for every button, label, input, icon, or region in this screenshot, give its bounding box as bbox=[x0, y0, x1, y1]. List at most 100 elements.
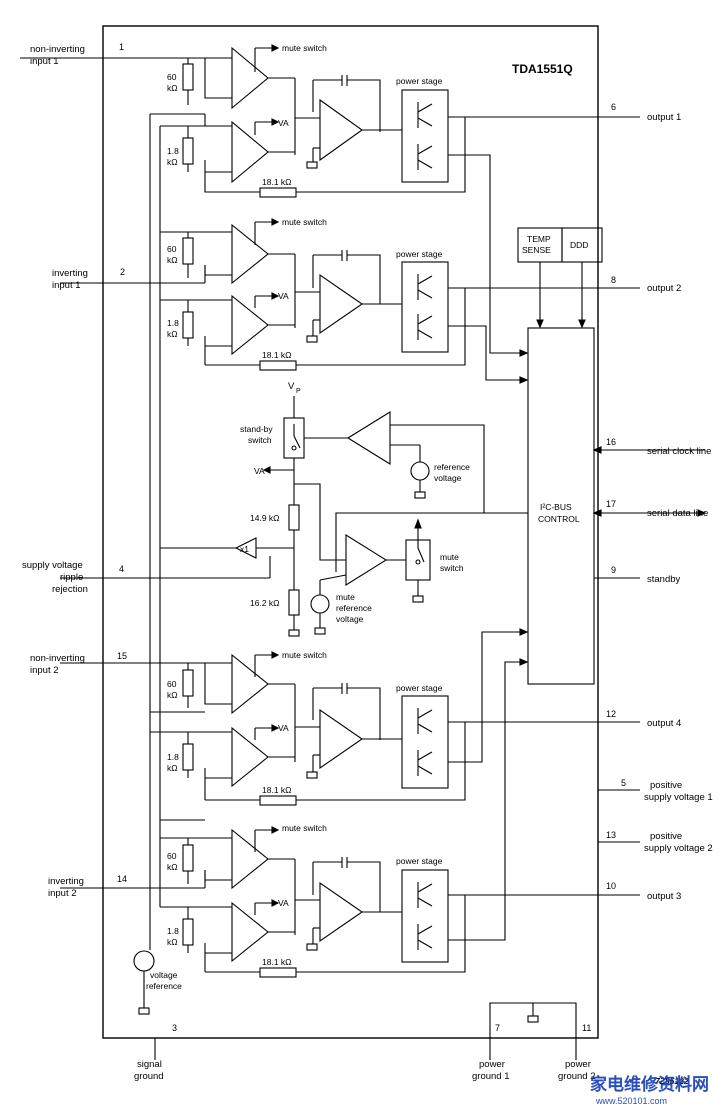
label-sense: SENSE bbox=[522, 245, 551, 255]
label-va-ch1: VA bbox=[278, 118, 289, 128]
label-mute-sw2-2: switch bbox=[440, 563, 464, 573]
label-mute-switch-ch3: mute switch bbox=[282, 823, 327, 833]
label-positive-supply-1-line1: positive bbox=[650, 780, 682, 791]
pin-5: 5 bbox=[621, 778, 626, 788]
label-power-stage-ch4: power stage bbox=[396, 683, 443, 693]
label-non-inverting-input-1-line2: input 1 bbox=[30, 56, 59, 67]
label-non-inverting-input-2-line2: input 2 bbox=[30, 665, 59, 676]
label-serial-clock-line: serial clock line bbox=[647, 446, 711, 457]
label-mute-switch-ch2: mute switch bbox=[282, 217, 327, 227]
label-r60-ch1-a: 60 bbox=[167, 72, 177, 82]
label-power-ground-2-line1: power bbox=[565, 1059, 591, 1070]
label-power-ground-1-line1: power bbox=[479, 1059, 505, 1070]
label-output-1: output 1 bbox=[647, 112, 681, 123]
pin-numbers: 1 2 3 4 5 6 7 8 9 10 11 12 13 14 15 16 1… bbox=[117, 42, 626, 1033]
i2c-bus-control-block bbox=[527, 327, 595, 685]
label-svrr-line3: rejection bbox=[52, 584, 88, 595]
label-r18-ch1-a: 1.8 bbox=[167, 146, 179, 156]
label-serial-data-line: serial data line bbox=[647, 508, 708, 519]
label-output-2: output 2 bbox=[647, 283, 681, 294]
pin-12: 12 bbox=[606, 709, 616, 719]
pin-15: 15 bbox=[117, 651, 127, 661]
pin-3: 3 bbox=[172, 1023, 177, 1033]
label-power-ground-1-line2: ground 1 bbox=[472, 1071, 510, 1082]
figure-code: 7Z85122 bbox=[655, 1076, 689, 1086]
pin-16: 16 bbox=[606, 437, 616, 447]
label-r60-ch4-b: kΩ bbox=[167, 690, 178, 700]
label-inverting-input-1-line1: inverting bbox=[52, 268, 88, 279]
label-temp: TEMP bbox=[527, 234, 551, 244]
watermark-url: www.520101.com bbox=[595, 1096, 667, 1106]
standby-section bbox=[60, 396, 528, 637]
label-standby-switch-1: stand-by bbox=[240, 424, 273, 434]
label-ref-voltage-1: reference bbox=[434, 462, 470, 472]
pin-17: 17 bbox=[606, 499, 616, 509]
label-mute-ref-1: mute bbox=[336, 592, 355, 602]
label-r149: 14.9 kΩ bbox=[250, 513, 280, 523]
pin-10: 10 bbox=[606, 881, 616, 891]
pin-11: 11 bbox=[582, 1023, 591, 1033]
channel-4 bbox=[60, 628, 640, 806]
label-output-4: output 4 bbox=[647, 718, 681, 729]
label-r60-ch2-b: kΩ bbox=[167, 255, 178, 265]
label-r60-ch4-a: 60 bbox=[167, 679, 177, 689]
pin-2: 2 bbox=[120, 267, 125, 277]
label-standby-switch-2: switch bbox=[248, 435, 272, 445]
pin-4: 4 bbox=[119, 564, 124, 574]
pin-1: 1 bbox=[119, 42, 124, 52]
label-r18-ch4-b: kΩ bbox=[167, 763, 178, 773]
pin-8: 8 bbox=[611, 275, 616, 285]
chip-title: TDA1551Q bbox=[512, 62, 573, 76]
label-signal-ground-line2: ground bbox=[134, 1071, 164, 1082]
label-r181-ch2: 18.1 kΩ bbox=[262, 350, 292, 360]
label-va-ch2: VA bbox=[278, 291, 289, 301]
label-svrr-line2: ripple bbox=[60, 572, 83, 583]
label-r60-ch1-b: kΩ bbox=[167, 83, 178, 93]
label-r60-ch2-a: 60 bbox=[167, 244, 177, 254]
label-positive-supply-2-line1: positive bbox=[650, 831, 682, 842]
label-volt-ref-2: reference bbox=[146, 981, 182, 991]
label-positive-supply-1-line2: supply voltage 1 bbox=[644, 792, 713, 803]
label-vp-sub: P bbox=[296, 388, 301, 395]
label-r181-ch1: 18.1 kΩ bbox=[262, 177, 292, 187]
channel-2 bbox=[60, 218, 640, 384]
label-r60-ch3-b: kΩ bbox=[167, 862, 178, 872]
label-va-ch4: VA bbox=[278, 723, 289, 733]
label-standby: standby bbox=[647, 574, 681, 585]
label-r18-ch3-b: kΩ bbox=[167, 937, 178, 947]
label-r60-ch3-a: 60 bbox=[167, 851, 177, 861]
label-signal-ground-line1: signal bbox=[137, 1059, 162, 1070]
label-mute-switch-ch4: mute switch bbox=[282, 650, 327, 660]
label-i2c-line2: CONTROL bbox=[538, 514, 580, 524]
pin-13: 13 bbox=[606, 830, 616, 840]
label-non-inverting-input-2-line1: non-inverting bbox=[30, 653, 85, 664]
label-inverting-input-2-line1: inverting bbox=[48, 876, 84, 887]
pin-14: 14 bbox=[117, 874, 127, 884]
label-r181-ch3: 18.1 kΩ bbox=[262, 957, 292, 967]
label-r18-ch2-b: kΩ bbox=[167, 329, 178, 339]
label-ref-voltage-2: voltage bbox=[434, 473, 462, 483]
label-output-3: output 3 bbox=[647, 891, 681, 902]
label-power-ground-2-line2: ground 2 bbox=[558, 1071, 596, 1082]
label-svrr-line1: supply voltage bbox=[22, 560, 83, 571]
label-r18-ch1-b: kΩ bbox=[167, 157, 178, 167]
pin-7: 7 bbox=[495, 1023, 500, 1033]
chip-outline bbox=[102, 25, 599, 1039]
label-power-stage-ch2: power stage bbox=[396, 249, 443, 259]
channel-1 bbox=[20, 44, 640, 260]
label-va-ch3: VA bbox=[278, 898, 289, 908]
pin-9: 9 bbox=[611, 565, 616, 575]
label-power-stage-ch3: power stage bbox=[396, 856, 443, 866]
label-vp: V bbox=[288, 381, 295, 392]
label-inverting-input-1-line2: input 1 bbox=[52, 280, 81, 291]
label-r18-ch2-a: 1.8 bbox=[167, 318, 179, 328]
label-mute-sw2-1: mute bbox=[440, 552, 459, 562]
channel-3 bbox=[60, 658, 640, 978]
watermark-site: 家电维修资料网 bbox=[590, 1074, 709, 1094]
label-mute-switch-ch1: mute switch bbox=[282, 43, 327, 53]
label-volt-ref-1: voltage bbox=[150, 970, 178, 980]
label-mute-ref-3: voltage bbox=[336, 614, 364, 624]
pin-6: 6 bbox=[611, 102, 616, 112]
label-power-stage-ch1: power stage bbox=[396, 76, 443, 86]
